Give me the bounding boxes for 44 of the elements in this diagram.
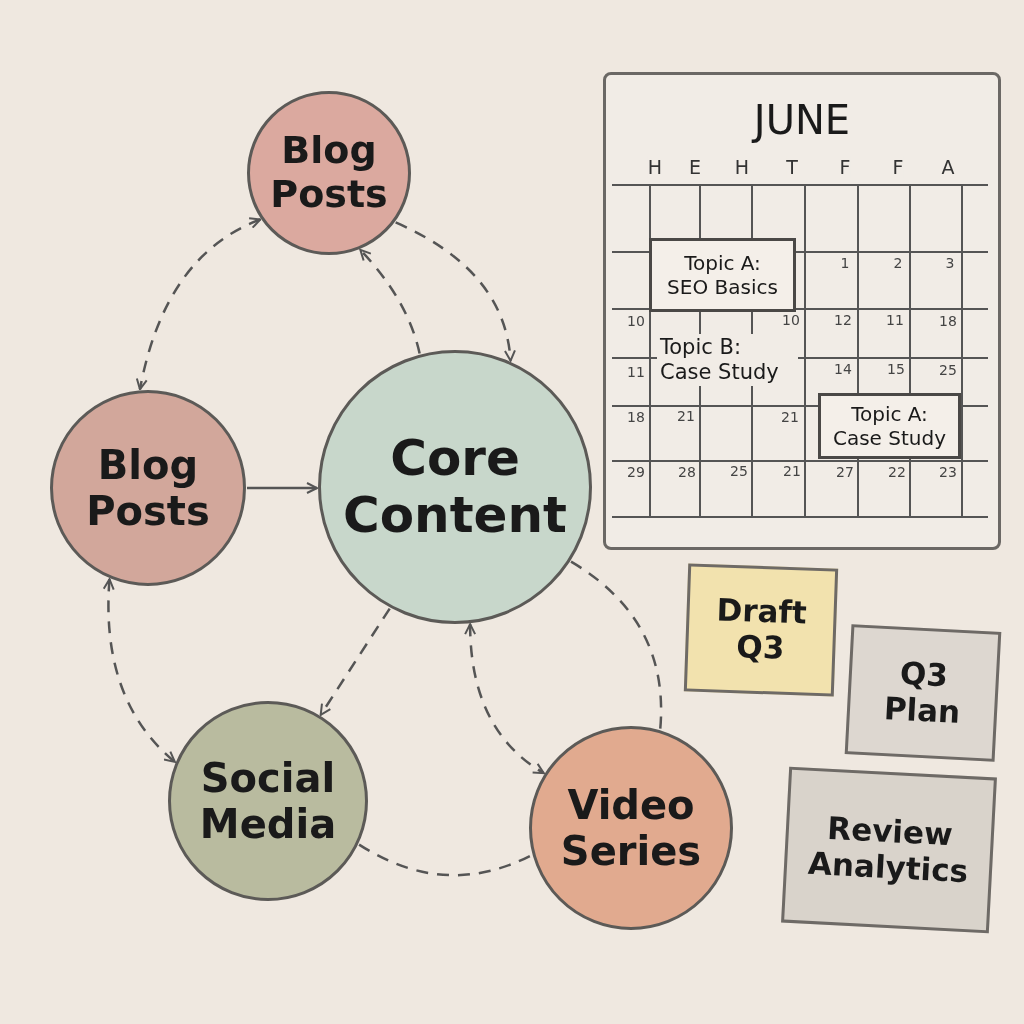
arrow: [464, 623, 545, 775]
arrow: [359, 248, 421, 354]
arrow: [247, 482, 318, 494]
day-number: 14: [834, 361, 852, 377]
circle-node: Core Content: [318, 350, 592, 624]
day-number: 21: [677, 408, 695, 424]
arrow: [319, 607, 391, 716]
day-number: 11: [627, 364, 645, 380]
day-number: 15: [887, 361, 905, 377]
topic-card: Topic A: SEO Basics: [649, 238, 796, 312]
day-number: 23: [939, 464, 957, 480]
sticky-note: Q3 Plan: [844, 624, 1002, 762]
day-number: 11: [886, 312, 904, 328]
calendar-note: Topic B: Case Study: [657, 334, 798, 387]
arrow: [136, 217, 262, 391]
day-number: 18: [627, 409, 645, 425]
calendar-card: [603, 72, 1001, 550]
month-heading: JUNE: [753, 97, 851, 143]
day-number: 27: [836, 464, 854, 480]
circle-node: Blog Posts: [247, 91, 411, 255]
day-number: 1: [840, 255, 850, 271]
day-number: 2: [893, 255, 903, 271]
day-number: 25: [730, 463, 748, 479]
circle-node: Video Series: [529, 726, 733, 930]
day-number: 22: [888, 464, 906, 480]
circle-node: Blog Posts: [50, 390, 246, 586]
day-number: 10: [782, 312, 800, 328]
connector-line: [358, 843, 533, 877]
topic-card: Topic A: Case Study: [818, 393, 961, 459]
arrow: [395, 221, 516, 362]
sticky-note: Review Analytics: [781, 766, 997, 934]
connector-line: [570, 560, 663, 730]
day-number: 25: [939, 362, 957, 378]
day-number: 28: [678, 464, 696, 480]
day-number: 3: [945, 255, 955, 271]
circle-node: Social Media: [168, 701, 368, 901]
day-number: 21: [781, 409, 799, 425]
day-number: 12: [834, 312, 852, 328]
day-number: 10: [627, 313, 645, 329]
sticky-note: Draft Q3: [683, 563, 839, 697]
day-number: 29: [627, 464, 645, 480]
day-number: 18: [939, 313, 957, 329]
day-number: 21: [783, 463, 801, 479]
arrow: [103, 578, 176, 763]
